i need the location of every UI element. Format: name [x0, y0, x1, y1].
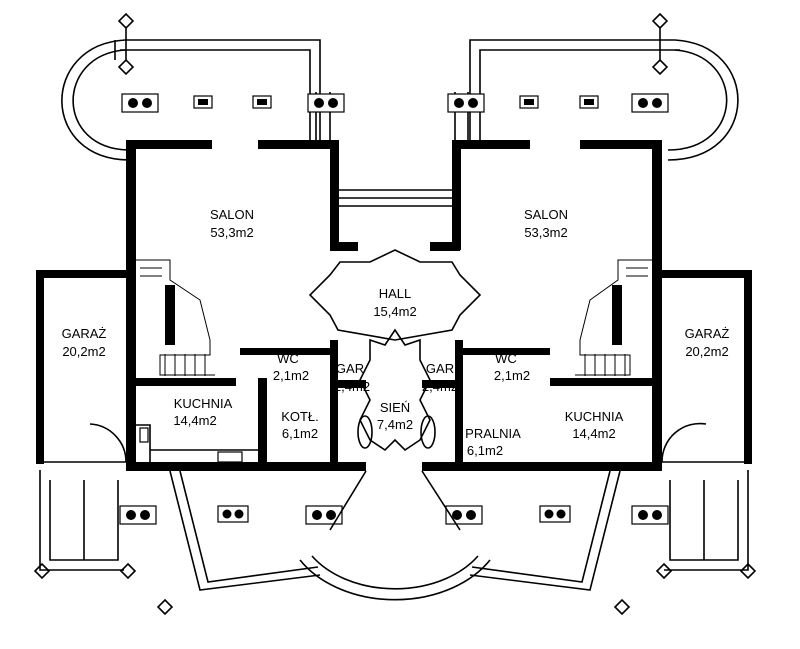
finial-top-right [651, 12, 669, 76]
garage-right [660, 270, 752, 571]
room-wc-right-area: 2,1m2 [494, 368, 530, 383]
room-garaz-right-area: 20,2m2 [685, 344, 728, 359]
room-garaz-left-name: GARAŻ [62, 326, 107, 341]
walls-left-wing [126, 140, 366, 471]
porch-bottom-right [445, 470, 669, 616]
terrace-lights-right [447, 93, 669, 113]
hall-star [308, 249, 482, 341]
room-pralnia-area: 6,1m2 [467, 443, 503, 458]
hall-window [339, 189, 452, 207]
walls-right-wing [422, 140, 662, 471]
entrance-arc [299, 470, 491, 601]
bottom-corner-diamonds [33, 562, 757, 580]
room-salon-left-name: SALON [210, 207, 254, 222]
room-salon-left-area: 53,3m2 [210, 225, 253, 240]
room-hall-area: 15,4m2 [373, 304, 416, 319]
room-sien-name: SIEŃ [380, 400, 410, 415]
finial-top-left [117, 12, 135, 76]
stairs-right [575, 259, 652, 376]
garage-left [36, 270, 128, 571]
room-kuchnia-right-name: KUCHNIA [565, 409, 624, 424]
room-kuchnia-left-name: KUCHNIA [174, 396, 233, 411]
room-kotl-name: KOTŁ. [281, 409, 319, 424]
porch-bottom-left [119, 470, 343, 616]
room-wc-left-name: WC [277, 351, 299, 366]
room-salon-right-name: SALON [524, 207, 568, 222]
sien-star [357, 328, 436, 452]
room-garaz-right-name: GARAŻ [685, 326, 730, 341]
room-gar-right-area: 2,4m2 [422, 379, 458, 394]
kitchen-counter-left [136, 424, 258, 463]
room-salon-right-area: 53,3m2 [524, 225, 567, 240]
stairs-left [136, 259, 215, 376]
terrace-lights-left [121, 93, 345, 113]
room-kuchnia-right-area: 14,4m2 [572, 426, 615, 441]
room-wc-right-name: WC [495, 351, 517, 366]
room-hall-name: HALL [379, 286, 412, 301]
room-pralnia-name: PRALNIA [465, 426, 521, 441]
room-sien-area: 7,4m2 [377, 417, 413, 432]
room-kuchnia-left-area: 14,4m2 [173, 413, 216, 428]
room-garaz-left-area: 20,2m2 [62, 344, 105, 359]
room-gar-left-name: GAR [336, 361, 364, 376]
room-kotl-area: 6,1m2 [282, 426, 318, 441]
room-gar-left-area: 2,4m2 [334, 379, 370, 394]
room-wc-left-area: 2,1m2 [273, 368, 309, 383]
room-gar-right-name: GAR [426, 361, 454, 376]
